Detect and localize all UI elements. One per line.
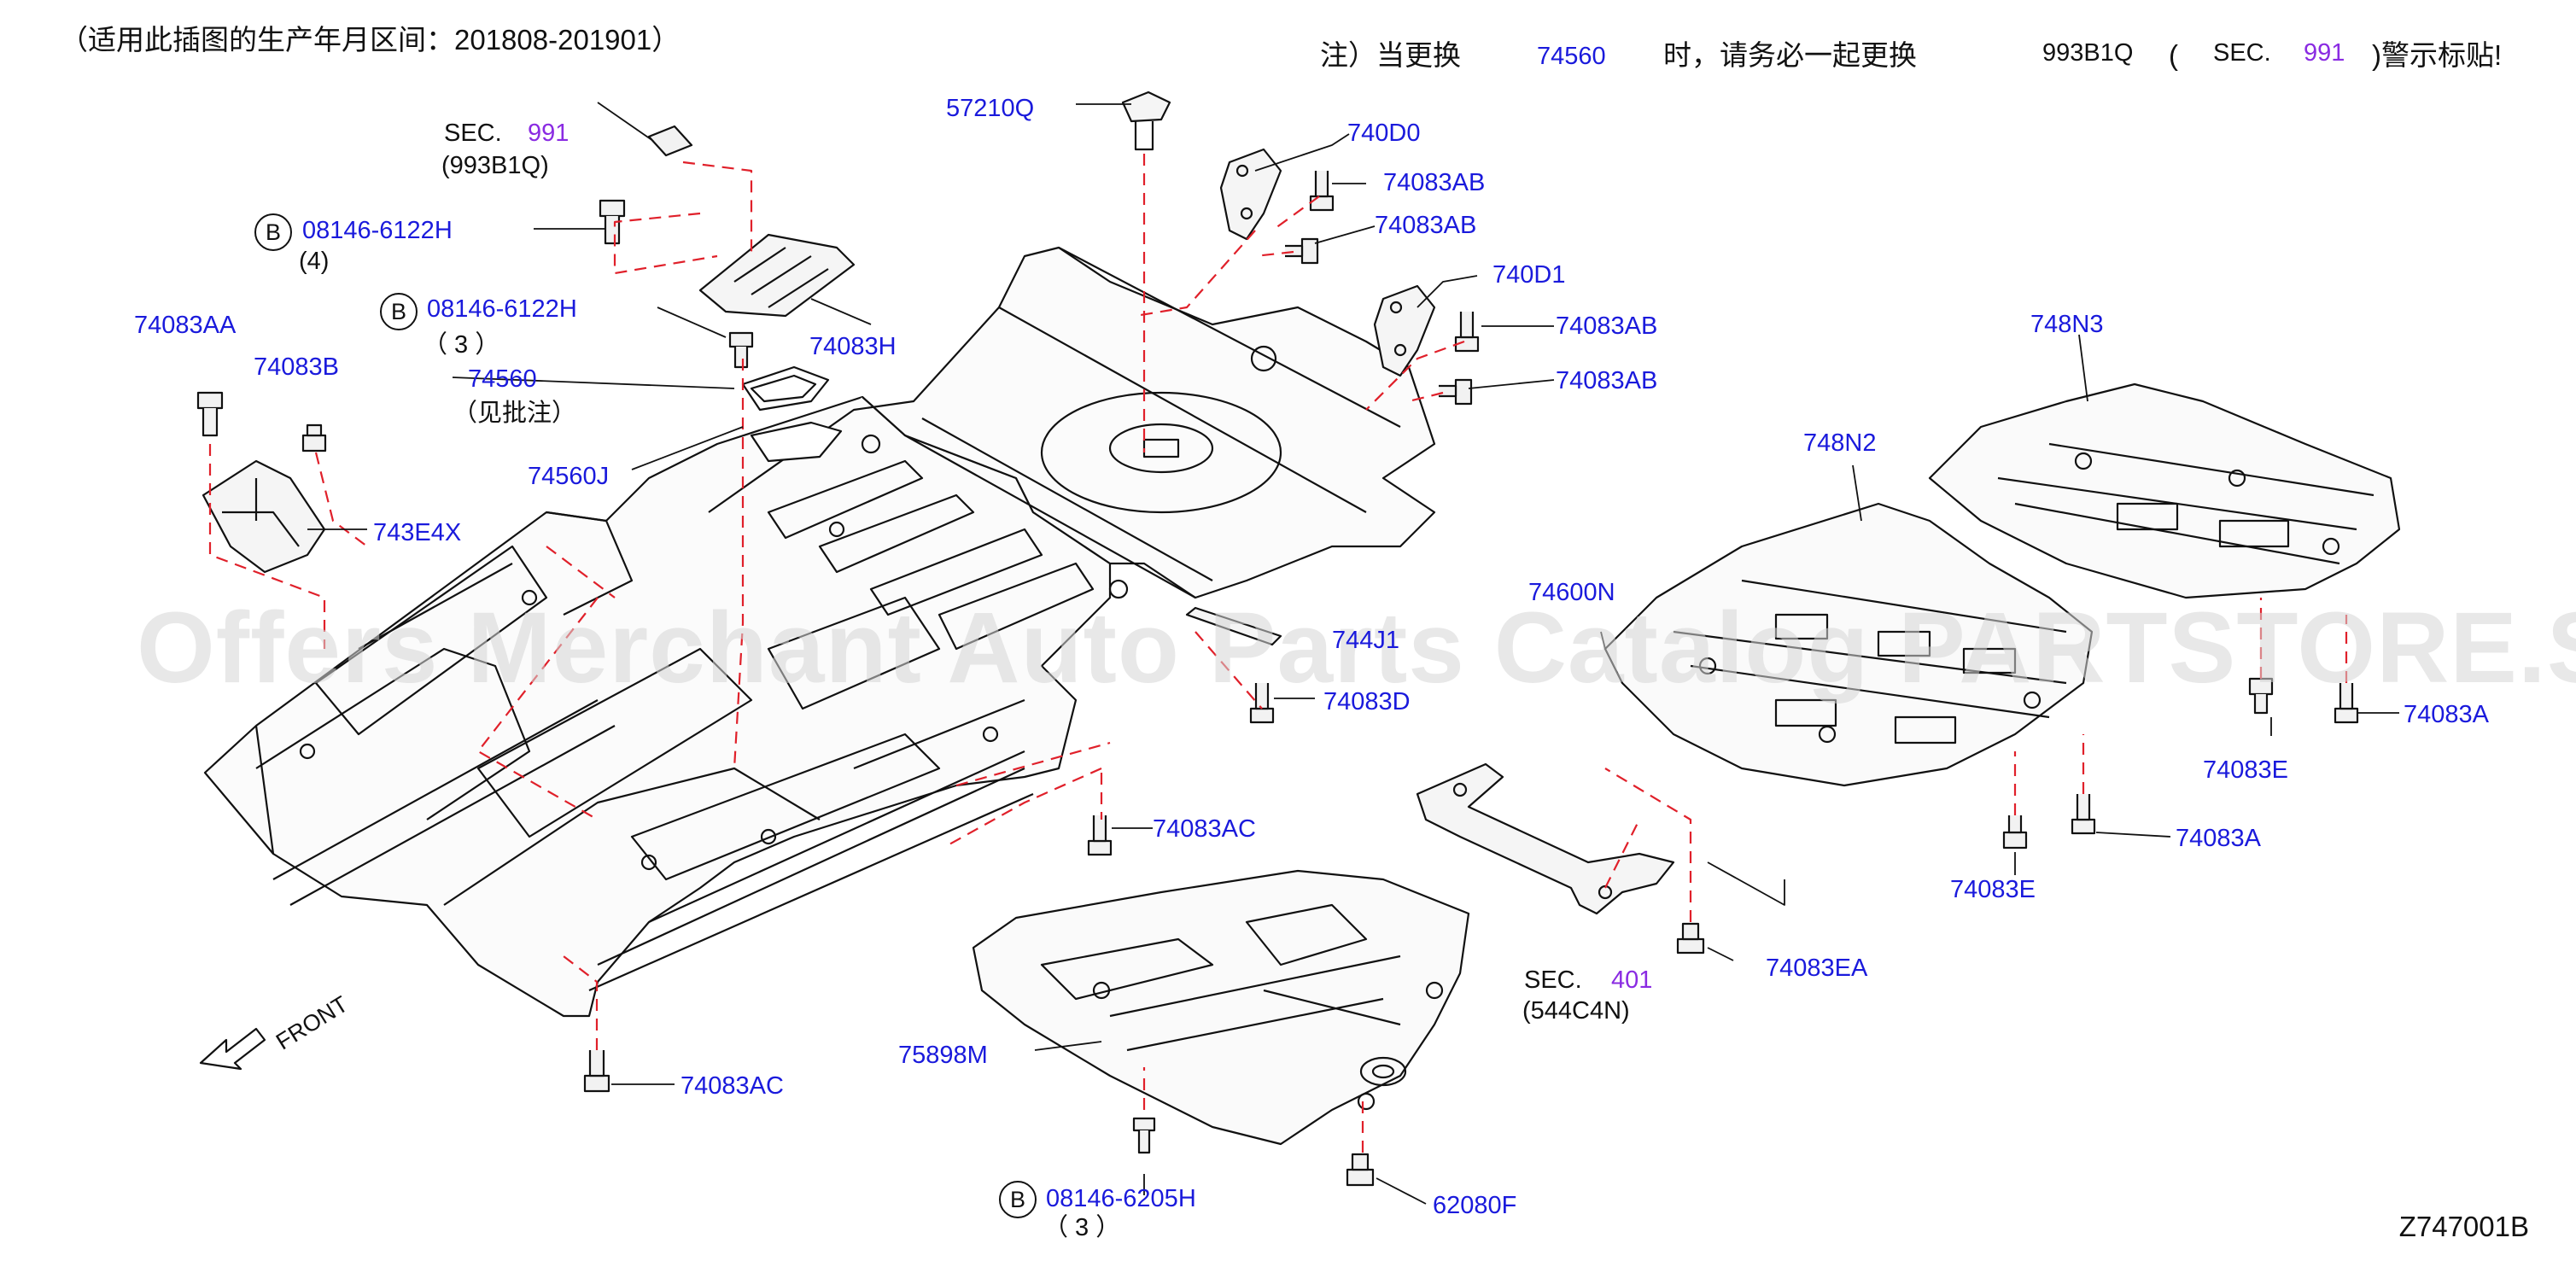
part-740D0[interactable]: 740D0 (1347, 120, 1421, 147)
sec991-label: SEC. (444, 120, 502, 147)
part-57210Q[interactable]: 57210Q (946, 95, 1035, 122)
part-74083AC-2[interactable]: 74083AC (681, 1072, 784, 1100)
label-993B1Q (647, 125, 693, 157)
bolt-74083E-2 (2002, 815, 2028, 850)
part-748N2[interactable]: 748N2 (1803, 429, 1877, 457)
note-part-74560[interactable]: 74560 (1537, 43, 1606, 70)
callout-leaders (307, 102, 2399, 1205)
dashed-leaders (208, 154, 2348, 1153)
bolt-74083AB-3 (1454, 312, 1480, 353)
bolt-74083AB-4 (1439, 378, 1473, 406)
bolt-74083AA (196, 391, 224, 437)
note-open-paren: ( (2169, 39, 2178, 71)
part-74560-note: （见批注） (453, 400, 577, 427)
sec401-number[interactable]: 401 (1611, 966, 1653, 994)
part-74083AB-4[interactable]: 74083AB (1556, 367, 1658, 394)
part-74083E-2[interactable]: 74083E (1950, 876, 2036, 903)
watermark: Offers Merchant Auto Parts Catalog PARTS… (137, 592, 2576, 704)
strip-744J1 (1185, 606, 1282, 646)
bolt-marker-b-1: B (254, 213, 292, 251)
part-74560J[interactable]: 74560J (528, 463, 610, 490)
part-08146-6122H-2[interactable]: 08146-6122H (427, 295, 577, 323)
nut-62080F (1346, 1153, 1375, 1187)
bolt-74083AB-1 (1309, 171, 1335, 212)
part-08146-6122H-1[interactable]: 08146-6122H (302, 217, 453, 244)
plate-74560 (698, 233, 856, 463)
part-748N3[interactable]: 748N3 (2030, 311, 2104, 338)
bolt-74083D (1249, 683, 1275, 724)
nut-74083B (301, 423, 327, 452)
part-744J1[interactable]: 744J1 (1332, 627, 1400, 654)
sec991-number[interactable]: 991 (528, 120, 570, 147)
part-74083A-2[interactable]: 74083A (2176, 825, 2261, 852)
part-74560[interactable]: 74560 (468, 365, 537, 393)
bolt-74083A-1 (2334, 683, 2359, 724)
bolt-74083AB-2 (1285, 237, 1319, 265)
note-suffix: )警示标贴! (2372, 39, 2503, 71)
part-08146-6205H[interactable]: 08146-6205H (1046, 1185, 1196, 1212)
bolt-74083EA (1676, 922, 1705, 955)
note-sec-number[interactable]: 991 (2304, 39, 2345, 67)
part-75898M[interactable]: 75898M (898, 1042, 988, 1069)
bolt-08146-6122H-b (728, 331, 754, 369)
sec401-part: (544C4N) (1522, 997, 1630, 1025)
part-74083AB-3[interactable]: 74083AB (1556, 312, 1658, 340)
part-74083EA[interactable]: 74083EA (1766, 955, 1868, 982)
note-mid: 时，请务必一起更换 (1663, 39, 1917, 71)
bolt-74083A-2 (2071, 794, 2096, 835)
bolt-marker-b-3: B (999, 1181, 1037, 1218)
part-743E4X[interactable]: 743E4X (373, 519, 462, 546)
note-sec: SEC. (2213, 39, 2271, 67)
part-740D1[interactable]: 740D1 (1492, 261, 1566, 289)
part-74083B[interactable]: 74083B (254, 353, 339, 381)
rear-floor-panel (708, 246, 1436, 651)
undercover-75898M (972, 869, 1470, 1146)
part-74083AB-1[interactable]: 74083AB (1383, 169, 1486, 196)
front-floor-panel (203, 395, 1112, 1018)
production-date-range: （适用此插图的生产年月区间：201808-201901） (60, 24, 681, 55)
front-arrow-icon (199, 1027, 266, 1071)
undercover-748N3 (1928, 382, 2401, 599)
part-74600N[interactable]: 74600N (1528, 579, 1615, 606)
bracket-740D0 (1219, 148, 1282, 241)
bracket-740D1 (1373, 284, 1436, 377)
part-62080F[interactable]: 62080F (1433, 1192, 1517, 1219)
undercover-748N2 (1603, 502, 2094, 787)
bolt-marker-b-2: B (380, 293, 418, 330)
part-74083AC-1[interactable]: 74083AC (1153, 815, 1256, 843)
bolt-74083AC-1 (1087, 815, 1113, 856)
note-prefix: 注）当更换 (1320, 39, 1461, 71)
bracket-743E4X (202, 459, 326, 574)
part-08146-6122H-1-qty: (4) (299, 248, 330, 275)
part-08146-6205H-qty: （ 3 ） (1043, 1214, 1121, 1241)
diagram-code: Z747001B (2398, 1211, 2529, 1242)
sec991-part: (993B1Q) (441, 152, 549, 179)
part-74083AA[interactable]: 74083AA (134, 312, 237, 339)
part-08146-6122H-2-qty: （ 3 ） (423, 331, 500, 359)
note-part-993B1Q: 993B1Q (2042, 39, 2134, 67)
fasteners (196, 125, 2359, 1187)
part-74083H[interactable]: 74083H (809, 333, 897, 360)
plug-57210Q (1121, 90, 1171, 151)
part-74083AB-2[interactable]: 74083AB (1375, 212, 1477, 239)
part-74083E-1[interactable]: 74083E (2203, 756, 2288, 784)
part-74083A-1[interactable]: 74083A (2404, 701, 2489, 728)
part-74083D[interactable]: 74083D (1323, 688, 1411, 715)
bolt-74083AC-2 (583, 1050, 610, 1093)
bolt-08146-6205H (1132, 1117, 1156, 1154)
sec401-label: SEC. (1524, 966, 1582, 994)
